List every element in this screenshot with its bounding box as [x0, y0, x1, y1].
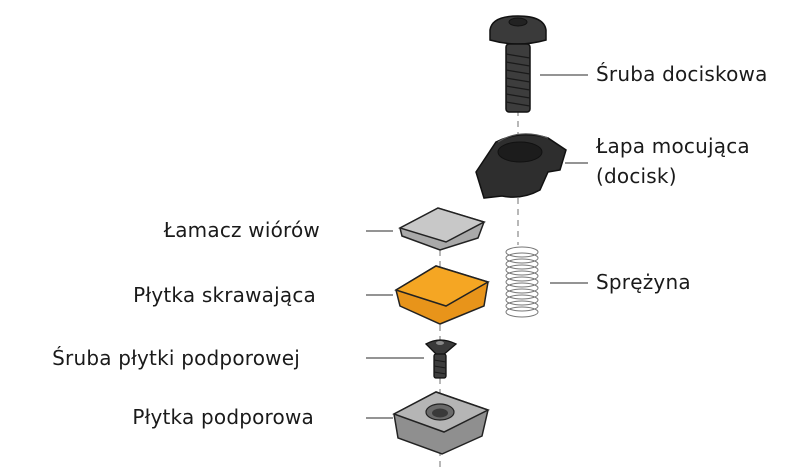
clamping-screw — [489, 15, 547, 113]
clamp — [475, 133, 567, 199]
spring — [505, 246, 539, 318]
label-sruba-plytki-podporowej: Śruba płytki podporowej — [52, 346, 300, 370]
chip-breaker — [398, 207, 486, 251]
shim — [392, 391, 490, 455]
leader-lines — [366, 74, 588, 419]
label-lamacz-wiorow: Łamacz wiórów — [163, 218, 320, 242]
label-lapa-docisk: (docisk) — [596, 164, 677, 188]
label-plytka-podporowa: Płytka podporowa — [132, 405, 314, 429]
label-sprezyna: Sprężyna — [596, 270, 691, 294]
label-lapa-mocujaca: Łapa mocująca — [596, 134, 750, 158]
label-sruba-dociskowa: Śruba dociskowa — [596, 62, 768, 86]
shim-screw — [424, 339, 458, 379]
cutting-insert — [394, 265, 490, 325]
label-plytka-skrawajaca: Płytka skrawająca — [133, 283, 316, 307]
